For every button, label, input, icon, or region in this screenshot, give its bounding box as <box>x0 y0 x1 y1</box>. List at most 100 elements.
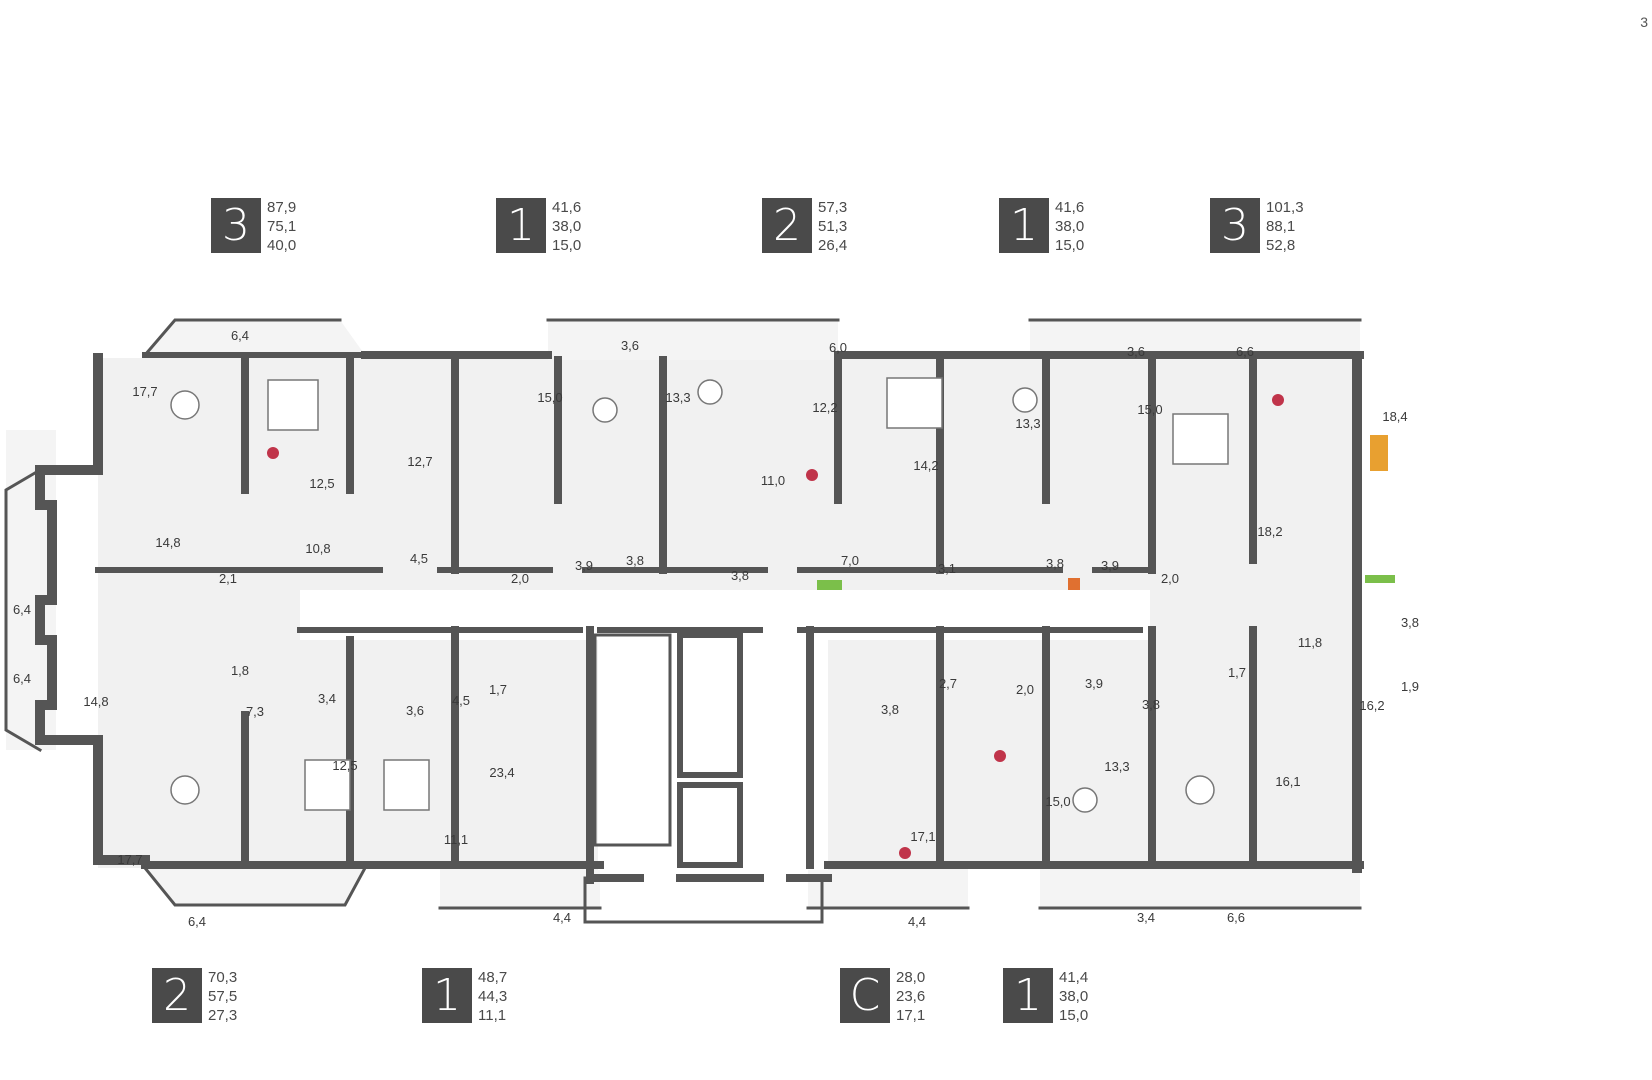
apartment-badge-bottom-1[interactable]: 2 70,3 57,5 27,3 <box>152 968 237 1025</box>
room-label: 1,7 <box>1228 665 1246 680</box>
room-label: 10,8 <box>305 541 330 556</box>
room-label: 15,0 <box>1137 402 1162 417</box>
room-label: 3,8 <box>626 553 644 568</box>
room-label: 1,7 <box>489 682 507 697</box>
kitchen-area: 52,8 <box>1266 237 1296 254</box>
area-list: 48,7 44,3 11,1 <box>478 968 507 1025</box>
room-label: 3,6 <box>1127 344 1145 359</box>
room-label: 14,2 <box>913 458 938 473</box>
room-label: 3,6 <box>406 703 424 718</box>
living-area: 23,6 <box>896 988 926 1005</box>
room-label: 3,9 <box>1085 676 1103 691</box>
living-area: 44,3 <box>478 988 508 1005</box>
apartment-badge-top-2[interactable]: 1 41,6 38,0 15,0 <box>496 198 581 255</box>
rooms-count: С <box>840 968 890 1023</box>
apartment-badge-bottom-4[interactable]: 1 41,4 38,0 15,0 <box>1003 968 1088 1025</box>
room-label: 17,1 <box>910 829 935 844</box>
apartment-badge-top-4[interactable]: 1 41,6 38,0 15,0 <box>999 198 1084 255</box>
room-label: 13,3 <box>665 390 690 405</box>
rooms-count: 2 <box>152 968 202 1023</box>
living-area: 38,0 <box>552 218 582 235</box>
room-label: 11,1 <box>444 832 468 847</box>
area-list: 41,4 38,0 15,0 <box>1059 968 1088 1025</box>
room-label: 3,9 <box>1101 558 1119 573</box>
total-area: 41,6 <box>1055 199 1085 216</box>
total-area: 48,7 <box>478 969 508 986</box>
room-label: 6,6 <box>1227 910 1245 925</box>
walls <box>4 318 1364 924</box>
total-area: 101,3 <box>1266 199 1304 216</box>
living-area: 57,5 <box>208 988 238 1005</box>
kitchen-area: 27,3 <box>208 1007 238 1024</box>
area-list: 70,3 57,5 27,3 <box>208 968 237 1025</box>
room-label: 3,8 <box>1142 697 1160 712</box>
room-label: 3,4 <box>318 691 336 706</box>
room-label: 23,4 <box>489 765 514 780</box>
room-label: 13,3 <box>1104 759 1129 774</box>
apartment-badge-top-5[interactable]: 3 101,3 88,1 52,8 <box>1210 198 1304 255</box>
total-area: 41,6 <box>552 199 582 216</box>
room-label: 3,6 <box>621 338 639 353</box>
room-label: 7,3 <box>246 704 264 719</box>
kitchen-area: 15,0 <box>1059 1007 1089 1024</box>
kitchen-area: 11,1 <box>478 1007 507 1024</box>
room-label: 15,0 <box>537 390 562 405</box>
room-label: 3,4 <box>1137 910 1155 925</box>
rooms-count: 1 <box>999 198 1049 253</box>
room-label: 1,8 <box>231 663 249 678</box>
kitchen-area: 17,1 <box>896 1007 926 1024</box>
room-label: 3,9 <box>575 558 593 573</box>
room-label: 3,8 <box>881 702 899 717</box>
rooms-count: 3 <box>211 198 261 253</box>
kitchen-area: 40,0 <box>267 237 297 254</box>
area-list: 57,3 51,3 26,4 <box>818 198 847 255</box>
apartment-badge-bottom-2[interactable]: 1 48,7 44,3 11,1 <box>422 968 507 1025</box>
furniture <box>170 377 1395 859</box>
room-label: 4,5 <box>452 693 470 708</box>
room-label: 3,8 <box>1401 615 1419 630</box>
apartment-badge-top-1[interactable]: 3 87,9 75,1 40,0 <box>211 198 296 255</box>
room-label: 14,8 <box>83 694 108 709</box>
rooms-count: 1 <box>1003 968 1053 1023</box>
total-area: 70,3 <box>208 969 238 986</box>
room-label: 16,2 <box>1359 698 1384 713</box>
room-label: 3,8 <box>731 568 749 583</box>
room-label: 18,4 <box>1382 409 1407 424</box>
area-list: 87,9 75,1 40,0 <box>267 198 296 255</box>
room-label: 16,1 <box>1275 774 1300 789</box>
area-list: 101,3 88,1 52,8 <box>1266 198 1304 255</box>
room-label: 2,0 <box>1016 682 1034 697</box>
room-label: 4,5 <box>410 551 428 566</box>
room-label: 12,5 <box>332 758 357 773</box>
room-label: 15,0 <box>1045 794 1070 809</box>
room-label: 7,0 <box>841 553 859 568</box>
living-area: 38,0 <box>1055 218 1085 235</box>
room-labels: 6,4 17,7 12,5 12,7 15,0 3,6 13,3 6,0 12,… <box>13 328 1419 929</box>
room-label: 6,4 <box>188 914 206 929</box>
room-label: 2,0 <box>1161 571 1179 586</box>
room-label: 6,6 <box>1236 344 1254 359</box>
room-label: 17,7 <box>117 852 142 867</box>
room-label: 18,2 <box>1257 524 1282 539</box>
rooms-count: 3 <box>1210 198 1260 253</box>
room-label: 17,7 <box>132 384 157 399</box>
total-area: 57,3 <box>818 199 848 216</box>
room-label: 2,0 <box>511 571 529 586</box>
room-label: 13,3 <box>1015 416 1040 431</box>
room-label: 3,8 <box>1046 556 1064 571</box>
kitchen-area: 15,0 <box>552 237 582 254</box>
room-label: 3,1 <box>938 561 956 576</box>
total-area: 41,4 <box>1059 969 1089 986</box>
living-area: 75,1 <box>267 218 297 235</box>
corner-mark: 3 <box>1640 14 1648 30</box>
room-label: 14,8 <box>155 535 180 550</box>
apartment-badge-top-3[interactable]: 2 57,3 51,3 26,4 <box>762 198 847 255</box>
rooms-count: 2 <box>762 198 812 253</box>
room-label: 6,0 <box>829 340 847 355</box>
apartment-badge-bottom-3[interactable]: С 28,0 23,6 17,1 <box>840 968 925 1025</box>
living-area: 88,1 <box>1266 218 1296 235</box>
room-label: 4,4 <box>908 914 926 929</box>
total-area: 87,9 <box>267 199 297 216</box>
total-area: 28,0 <box>896 969 926 986</box>
